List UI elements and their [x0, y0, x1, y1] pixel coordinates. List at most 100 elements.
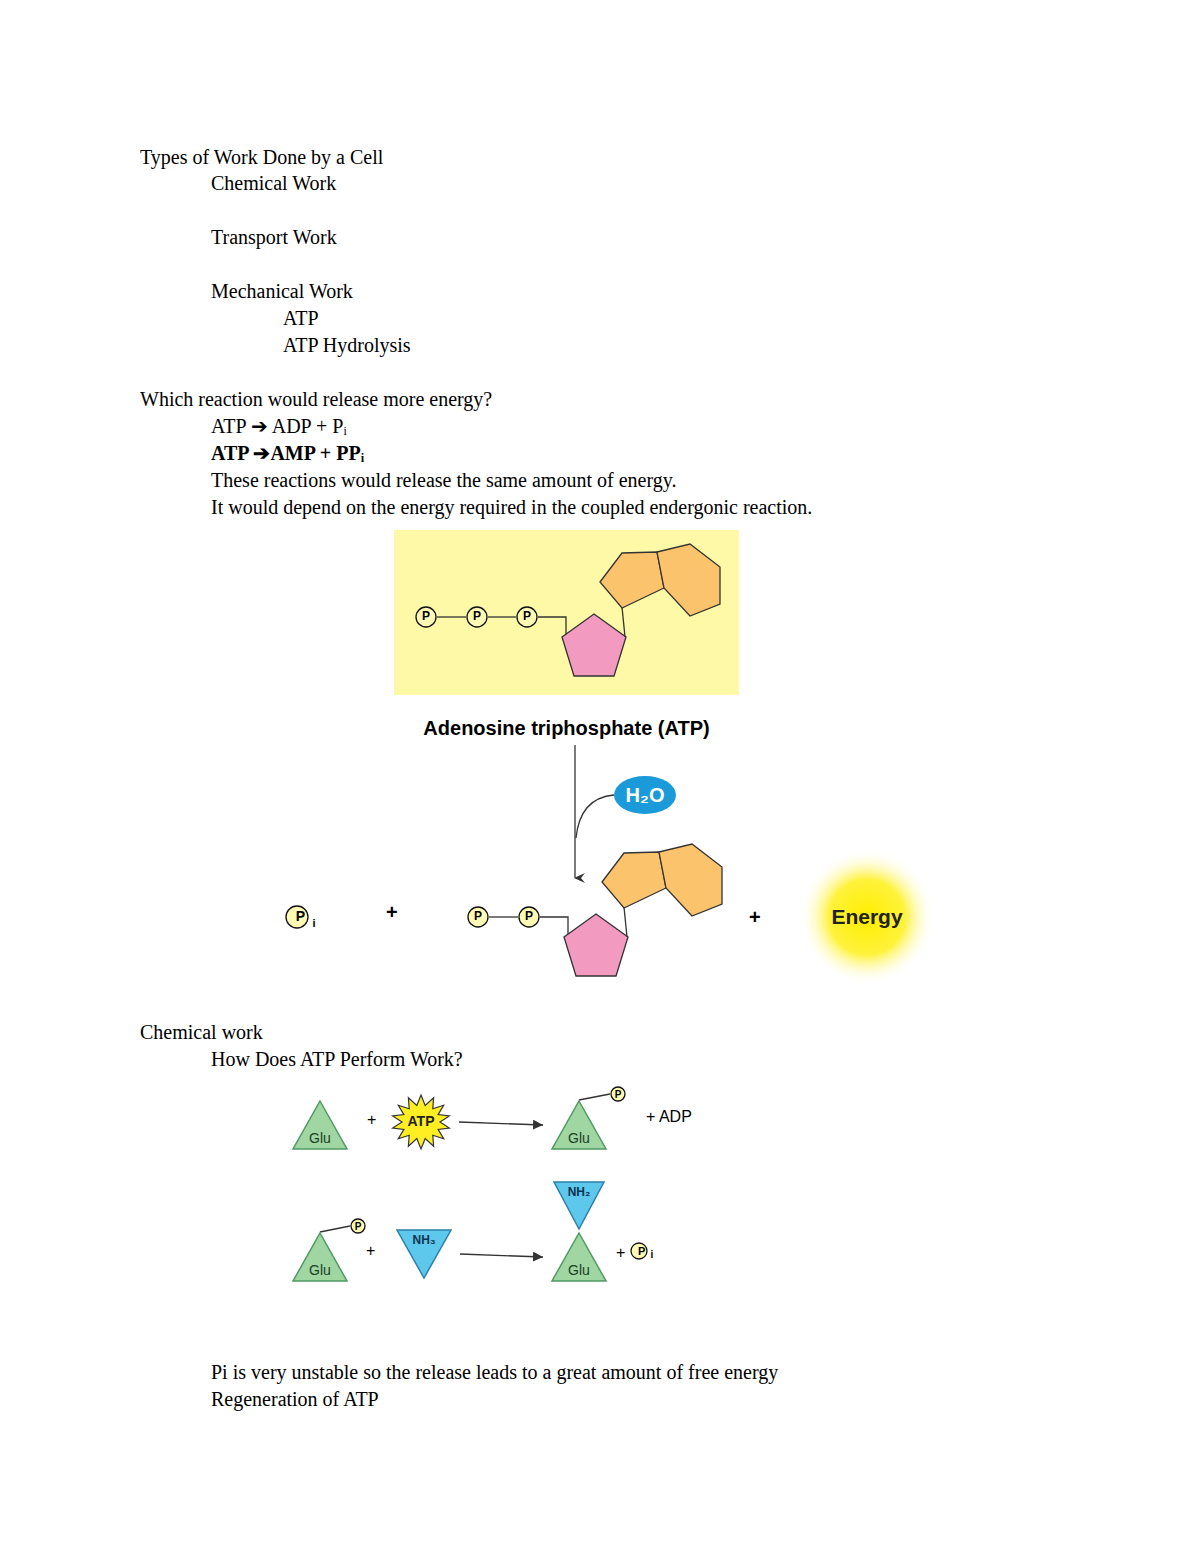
node-text: Glu [568, 1263, 590, 1278]
node-text: P [615, 1089, 622, 1100]
equation-sign: + [367, 1111, 376, 1128]
label-slot: These reactions would release the same a… [211, 468, 676, 492]
phosphate-circle: P [518, 906, 540, 928]
label-slot: + [366, 1241, 375, 1260]
bond-line [437, 616, 466, 617]
label-slot: Pi is very unstable so the release leads… [211, 1360, 778, 1384]
node-text: P [523, 610, 531, 623]
note-line: ATP ➔AMP + PPᵢ [211, 442, 364, 464]
star-outline [393, 1095, 450, 1149]
label-slot: ATP [283, 306, 319, 330]
label-slot: + [749, 905, 761, 929]
atp-molecule [538, 544, 720, 676]
atp-star: ATP [391, 1094, 451, 1150]
atp-panel [394, 530, 739, 695]
equation-sign: + ADP [646, 1108, 692, 1125]
note-line: How Does ATP Perform Work? [211, 1048, 463, 1070]
circle-outline [611, 1087, 625, 1101]
triangle-outline [293, 1233, 347, 1281]
bond-line [320, 1226, 350, 1232]
equation-sign: + [749, 906, 761, 928]
reaction-arrow [459, 1122, 543, 1125]
node-text: P [422, 610, 430, 623]
phosphate-circle: P [466, 606, 488, 628]
ammonia-triangle: NH₃ [396, 1229, 452, 1279]
glutamate-triangle: Glu [551, 1232, 607, 1282]
note-line: It would depend on the energy required i… [211, 496, 812, 518]
label-slot: Regeneration of ATP [211, 1387, 379, 1411]
triangle-outline [552, 1233, 606, 1281]
circle-outline [467, 607, 487, 627]
bond-line [488, 616, 516, 617]
label-slot: Transport Work [211, 225, 337, 249]
node-text: P [474, 910, 482, 923]
equation-sign: + [386, 901, 398, 923]
circle-outline [416, 607, 436, 627]
node-text: Adenosine triphosphate (ATP) [423, 717, 709, 739]
node-text: ATP [408, 1114, 435, 1129]
phosphate-circle: P [415, 606, 437, 628]
water-leader [576, 795, 614, 838]
node-subscript: i [651, 1249, 654, 1260]
label-slot: + ADP [646, 1107, 692, 1126]
note-line: Transport Work [211, 226, 337, 248]
water-ellipse: H₂O [614, 776, 676, 814]
note-line: ATP ➔ ADP + Pᵢ [211, 415, 347, 437]
note-line: Chemical work [140, 1021, 263, 1043]
node-text: H₂O [626, 784, 665, 806]
circle-outline [517, 607, 537, 627]
label-slot: ATP ➔AMP + PPᵢ [211, 441, 364, 465]
node-text: P [525, 910, 533, 923]
node-text: P [355, 1221, 362, 1232]
note-line: Pi is very unstable so the release leads… [211, 1361, 778, 1383]
adp-molecule [540, 844, 722, 976]
energy-burst: Energy [799, 849, 935, 985]
label-slot: + [616, 1243, 625, 1262]
triangle-outline [397, 1230, 451, 1278]
bond-line [579, 1094, 610, 1100]
amino-triangle: NH₂ [553, 1181, 605, 1230]
note-line: Types of Work Done by a Cell [140, 146, 383, 168]
reaction-arrow [460, 1254, 543, 1257]
ellipse-outline [614, 776, 676, 814]
node-subscript: i [312, 917, 315, 929]
phosphate-circle: Pi [630, 1242, 656, 1260]
label-slot: Mechanical Work [211, 279, 353, 303]
circle-outline [351, 1219, 365, 1233]
phosphate-circle: Pi [285, 905, 319, 929]
triangle-outline [554, 1182, 604, 1229]
label-slot: Types of Work Done by a Cell [140, 145, 383, 169]
label-slot: Which reaction would release more energy… [140, 387, 492, 411]
node-text: NH₂ [568, 1186, 591, 1199]
glow-disc [799, 849, 935, 985]
label-slot: Chemical Work [211, 171, 336, 195]
phosphate-circle: P [516, 606, 538, 628]
note-line: Which reaction would release more energy… [140, 388, 492, 410]
triangle-outline [552, 1101, 606, 1149]
label-slot: How Does ATP Perform Work? [211, 1047, 463, 1071]
label-slot: + [386, 900, 398, 924]
circle-outline [519, 907, 539, 927]
node-text: Glu [309, 1263, 331, 1278]
note-line: ATP Hydrolysis [283, 334, 411, 356]
label-slot: Chemical work [140, 1020, 263, 1044]
note-line: Chemical Work [211, 172, 336, 194]
node-text: P [633, 1245, 651, 1257]
reaction-arrow [574, 745, 575, 878]
note-line: Regeneration of ATP [211, 1388, 379, 1410]
phosphate-circle: P [350, 1218, 366, 1234]
label-slot: + [367, 1110, 376, 1129]
note-line: ATP [283, 307, 319, 329]
glutamate-triangle: Glu [292, 1232, 348, 1282]
equation-sign: + [616, 1244, 625, 1261]
circle-outline [468, 907, 488, 927]
label-slot: ATP ➔ ADP + Pᵢ [211, 414, 347, 438]
glutamate-triangle: Glu [292, 1100, 348, 1150]
bond-line [489, 916, 518, 917]
node-text: Glu [309, 1131, 331, 1146]
node-text: NH₃ [413, 1234, 436, 1247]
node-text: P [473, 610, 481, 623]
